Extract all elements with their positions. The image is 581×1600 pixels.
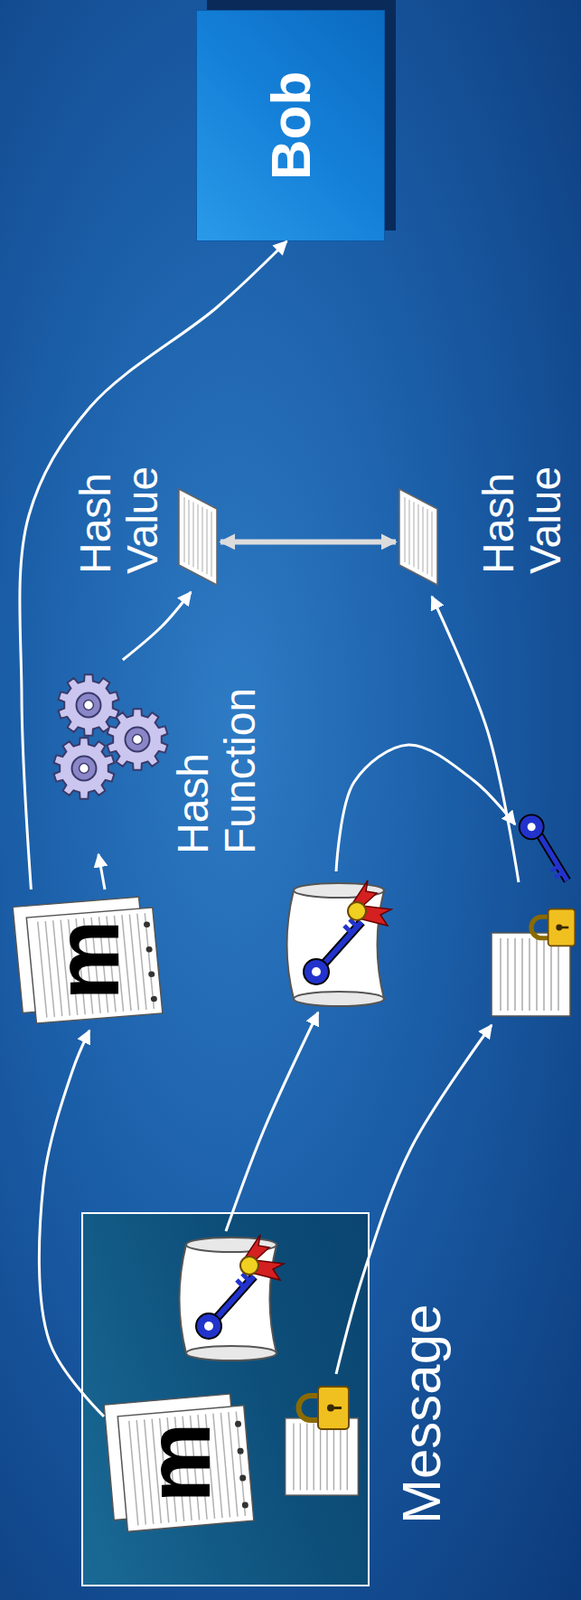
outside-signed-digest	[519, 814, 568, 881]
message-box: Messagem	[81, 1211, 370, 1586]
document-icon	[12, 895, 163, 1024]
inside-certificate	[179, 1234, 285, 1360]
gears-icon	[125, 727, 150, 752]
outside-signed-digest	[491, 932, 571, 1016]
hash-document-icon	[184, 496, 212, 577]
gears-icon	[79, 763, 90, 774]
document-icon	[150, 995, 159, 1003]
inside-signed-digest	[285, 1386, 359, 1495]
outside-certificate	[287, 880, 393, 1006]
outside-certificate	[287, 880, 393, 1006]
flow-arrow	[19, 241, 287, 890]
document-icon	[242, 1500, 250, 1509]
document-icon	[129, 1410, 246, 1525]
outside-signed-digest	[531, 908, 575, 947]
illustration-arrow	[336, 1024, 492, 1374]
gears-icon	[54, 737, 115, 798]
comparison-arrow	[220, 538, 396, 544]
illustration-arrows	[225, 596, 519, 1374]
gears-icon	[132, 734, 143, 745]
message-document: m	[103, 1385, 258, 1539]
hash-document-icon	[399, 488, 438, 585]
document-icon	[239, 1473, 247, 1481]
node-label: Hash Value	[72, 466, 167, 592]
document-icon	[148, 970, 156, 977]
inside-signed-digest	[299, 1386, 350, 1429]
recipient-box: Bob	[196, 9, 385, 242]
document-icon	[37, 912, 155, 1018]
message-document: m	[12, 889, 167, 1031]
hash-function: Hash Function	[43, 659, 264, 854]
hash-value: Hash Value	[72, 466, 221, 592]
flow-arrow	[122, 591, 191, 660]
inside-signed-digest	[285, 1417, 359, 1495]
illustration-arrow	[431, 596, 519, 882]
hash-document-icon	[177, 487, 219, 587]
flow-arrow	[98, 853, 105, 890]
node-label: Hash Value	[475, 466, 570, 592]
gears-icon	[107, 708, 169, 769]
gears-icon	[76, 693, 102, 718]
node-label: m	[41, 919, 132, 1001]
document-icon	[103, 1392, 254, 1533]
node-label: m	[132, 1422, 224, 1503]
hash-document-icon	[397, 487, 440, 587]
document-icon	[234, 1420, 243, 1428]
recipient-name: Bob	[262, 71, 319, 181]
hash-value: Hash Value	[395, 466, 570, 592]
outside-signed-digest	[491, 814, 575, 1016]
hash-document-icon	[404, 496, 432, 577]
document-icon	[26, 907, 163, 1023]
document-icon	[145, 946, 153, 953]
gears-icon	[84, 700, 94, 711]
document-icon	[117, 1405, 254, 1532]
hash-document-icon	[178, 488, 217, 585]
message-label: Message	[394, 1303, 450, 1524]
inside-certificate	[179, 1234, 285, 1360]
document-icon	[236, 1446, 244, 1454]
flow-arrow	[38, 1030, 104, 1416]
illustration-arrow	[225, 1012, 319, 1231]
illustration-arrow	[336, 744, 516, 872]
gears-icon	[43, 659, 170, 814]
label-holder: Message	[394, 1303, 450, 1524]
gears-icon	[72, 756, 97, 781]
node-label: Hash Function	[169, 687, 264, 854]
document-icon	[143, 920, 151, 928]
